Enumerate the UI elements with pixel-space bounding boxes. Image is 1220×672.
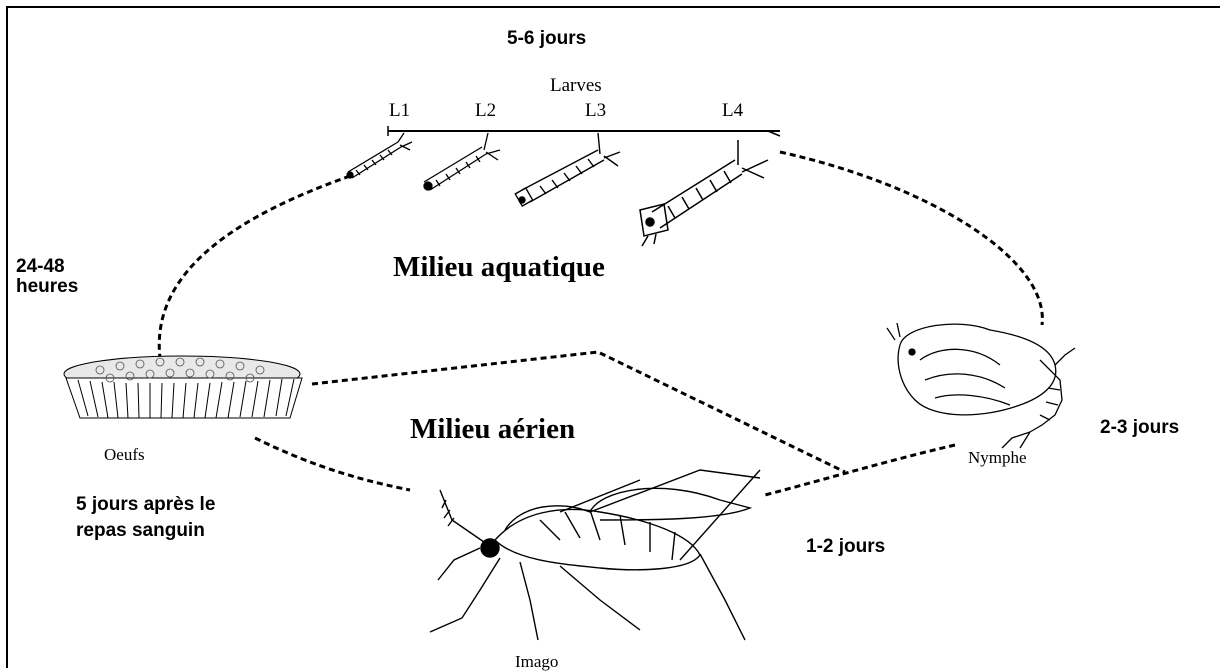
egg-hatch-duration-line2: heures: [16, 276, 78, 298]
pupa-duration-label: 2-3 jours: [1100, 417, 1179, 439]
egg-hatch-duration-line1: 24-48: [16, 256, 65, 278]
path-adult-to-eggs-upper: [312, 352, 845, 472]
egg-raft-illustration: [64, 356, 302, 418]
instar-l2-label: L2: [475, 100, 496, 122]
eggs-label: Oeufs: [104, 445, 145, 465]
pupa-illustration: [887, 323, 1075, 448]
adult-mosquito-illustration: [430, 470, 760, 640]
oviposition-duration-line1: 5 jours après le: [76, 494, 215, 516]
adult-label: Imago: [515, 652, 558, 672]
path-pupa-to-adult: [765, 445, 955, 495]
instar-l4-label: L4: [722, 100, 743, 122]
oviposition-duration-line2: repas sanguin: [76, 520, 205, 542]
larva-l4-illustration: [640, 140, 768, 246]
aquatic-environment-label: Milieu aquatique: [393, 251, 605, 284]
cycle-paths: [159, 152, 1042, 495]
larva-l3-illustration: [515, 133, 620, 206]
larva-l1-illustration: [347, 133, 412, 178]
larvae-label: Larves: [550, 75, 602, 97]
instar-l1-label: L1: [389, 100, 410, 122]
larva-l2-illustration: [424, 133, 500, 190]
adult-emergence-duration-label: 1-2 jours: [806, 536, 885, 558]
path-eggs-to-adult-lower: [255, 438, 410, 490]
larvae-duration-label: 5-6 jours: [507, 28, 586, 50]
path-larvae-to-pupa: [780, 152, 1042, 325]
aerial-environment-label: Milieu aérien: [410, 413, 575, 446]
instar-l3-label: L3: [585, 100, 606, 122]
pupa-label: Nymphe: [968, 448, 1027, 468]
path-eggs-to-larvae: [159, 176, 350, 358]
